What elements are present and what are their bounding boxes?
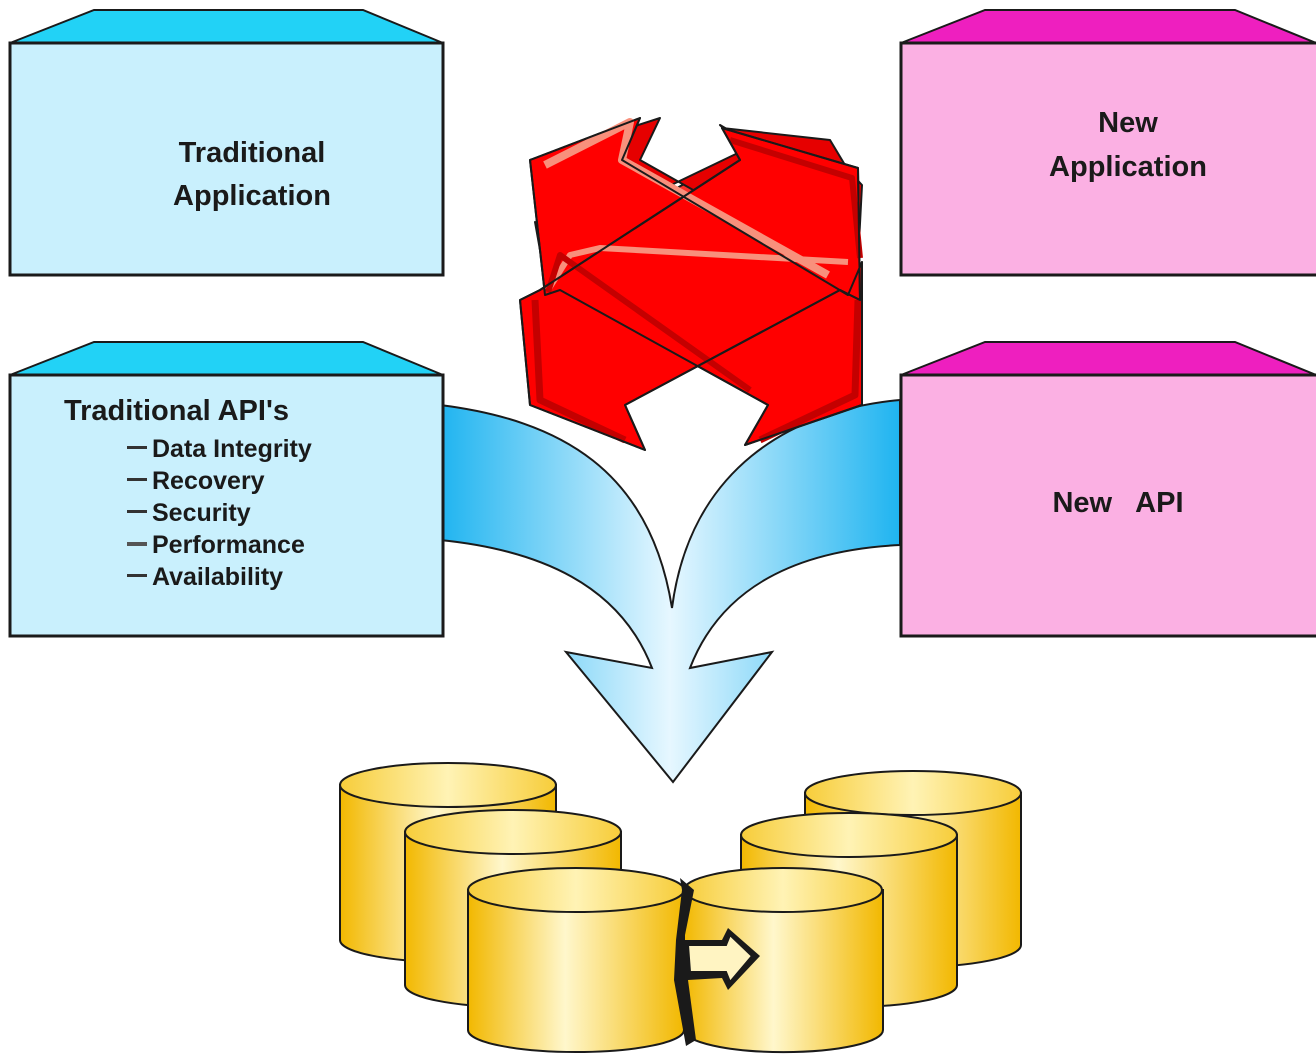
database-cylinders xyxy=(339,762,1022,1054)
new-application-box: New Application xyxy=(899,9,1316,277)
api-item-data-integrity: Data Integrity xyxy=(152,435,312,463)
merge-arrow-icon xyxy=(439,398,901,784)
traditional-application-box: Traditional Application xyxy=(8,9,445,277)
traditional-application-line2: Application xyxy=(173,180,331,212)
traditional-application-line1: Traditional xyxy=(179,137,326,169)
api-item-security: Security xyxy=(152,499,251,527)
database-cylinder-icon xyxy=(683,867,884,1054)
api-item-availability: Availability xyxy=(152,563,283,591)
crossed-arrows-icon xyxy=(519,117,863,451)
new-api-label: New API xyxy=(1052,487,1183,519)
api-item-performance: Performance xyxy=(152,531,305,559)
traditional-apis-title: Traditional API's xyxy=(64,395,289,427)
replication-arrow-icon xyxy=(674,878,760,1046)
new-api-box: New API xyxy=(899,341,1316,638)
api-item-recovery: Recovery xyxy=(152,467,265,495)
database-cylinder-icon xyxy=(467,867,685,1053)
traditional-apis-box: Traditional API's Data Integrity Recover… xyxy=(8,341,445,638)
new-application-line2: Application xyxy=(1049,151,1207,183)
new-application-line1: New xyxy=(1098,107,1158,139)
